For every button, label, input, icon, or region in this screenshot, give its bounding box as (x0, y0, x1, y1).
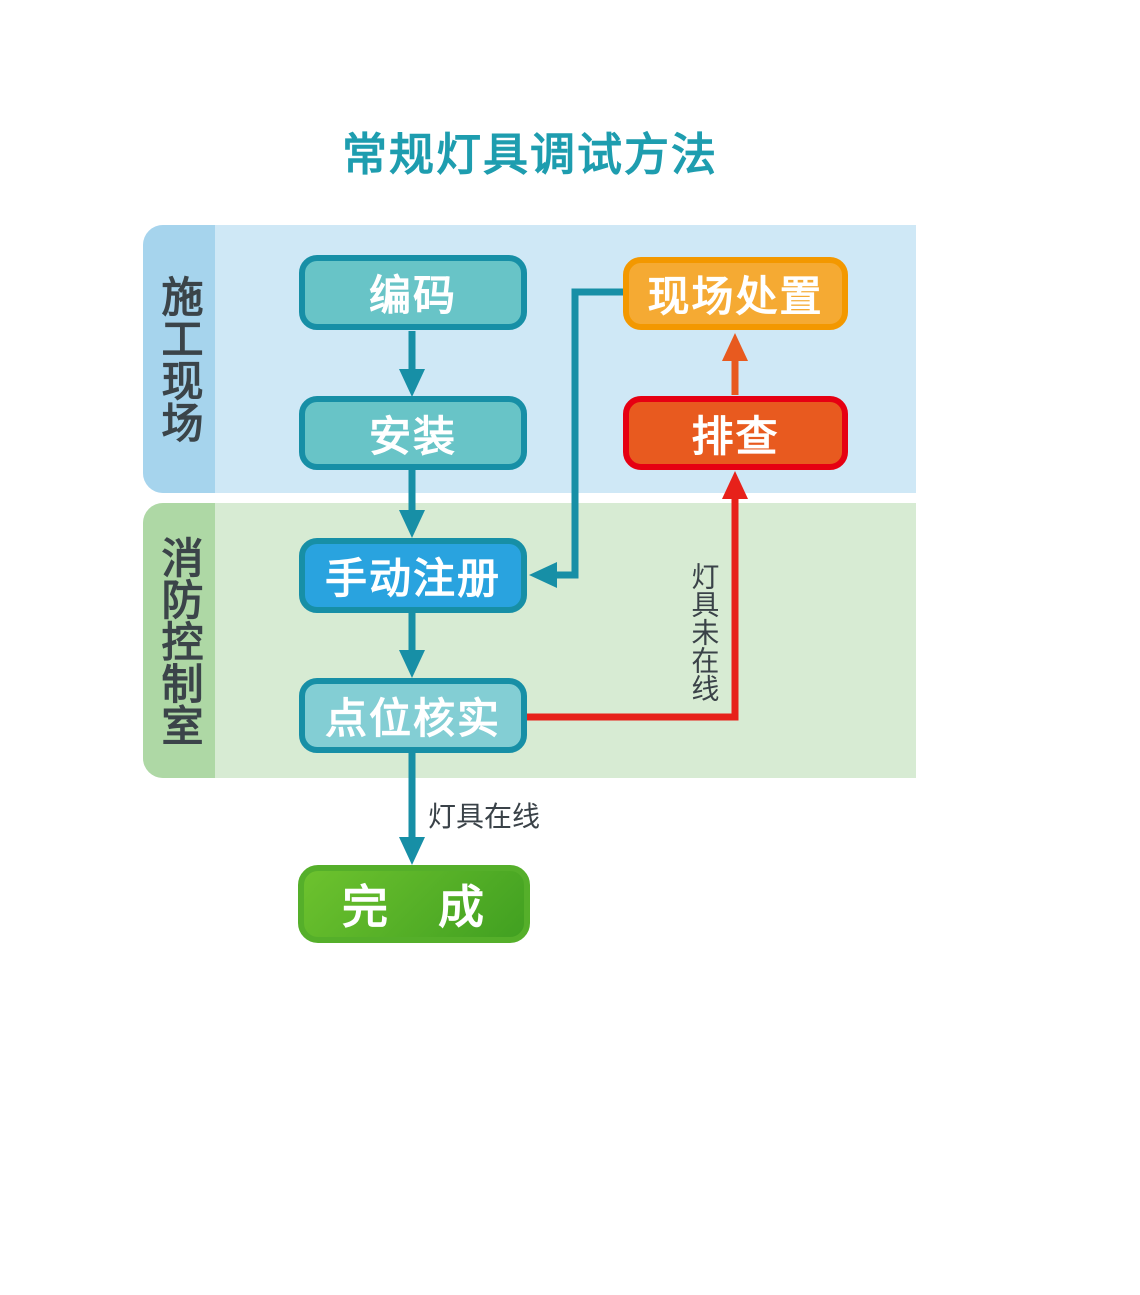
node-encode: 编码 (299, 255, 527, 330)
lane-fire-control-room: 消防控制室 (143, 503, 916, 778)
lane-fire-control-room-label: 消防控制室 (155, 535, 204, 746)
edge-label-lamp-online: 灯具在线 (428, 800, 541, 833)
node-troubleshoot-label: 排查 (691, 411, 780, 461)
node-point-verify-label: 点位核实 (324, 694, 501, 743)
node-onsite-handling-label: 现场处置 (647, 272, 824, 321)
arrowhead-point-verify-to-done (399, 837, 425, 865)
node-point-verify: 点位核实 (299, 678, 527, 753)
node-done: 完 成 (298, 865, 530, 943)
diagram-title: 常规灯具调试方法 (341, 128, 718, 181)
lane-construction-site-label: 施工现场 (155, 275, 204, 443)
node-install: 安装 (299, 396, 527, 470)
node-manual-register: 手动注册 (299, 538, 527, 613)
lane-construction-site-strip: 施工现场 (143, 225, 215, 493)
edge-label-lamp-offline: 灯具未在线 (687, 562, 721, 702)
node-manual-register-label: 手动注册 (324, 554, 501, 603)
node-encode-label: 编码 (368, 271, 457, 320)
node-troubleshoot: 排查 (623, 396, 848, 470)
lane-fire-control-room-strip: 消防控制室 (143, 503, 215, 778)
node-onsite-handling: 现场处置 (623, 257, 848, 330)
node-done-label: 完 成 (342, 880, 486, 934)
node-install-label: 安装 (368, 411, 457, 461)
